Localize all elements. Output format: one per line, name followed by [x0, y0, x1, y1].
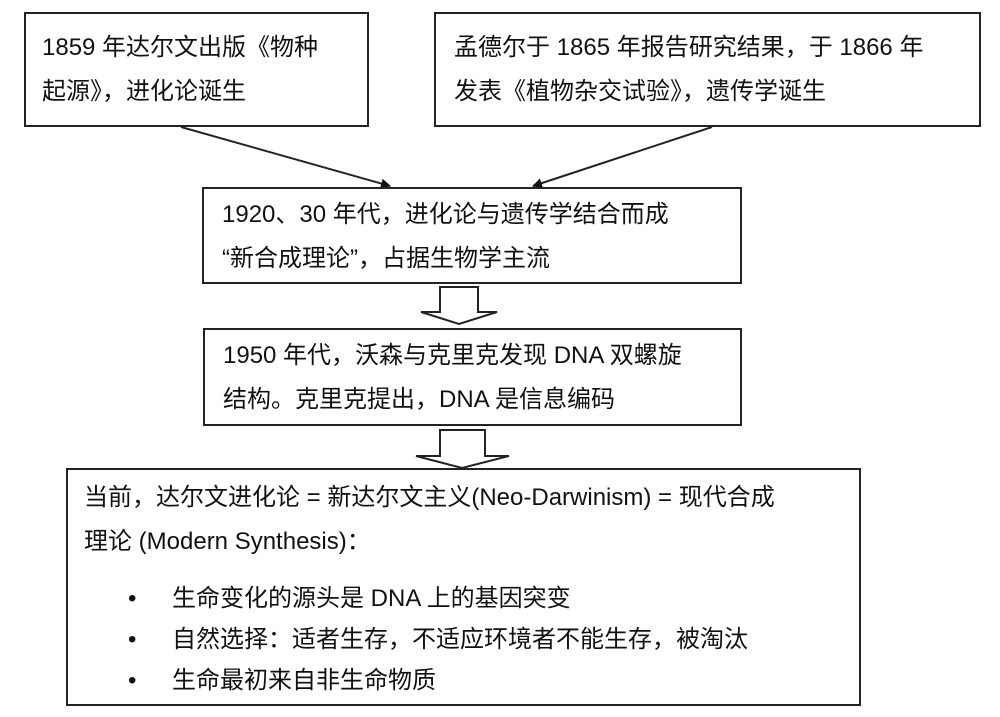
- list-item-text: 自然选择：适者生存，不适应环境者不能生存，被淘汰: [172, 626, 748, 653]
- box-new-synthesis: 1920、30 年代，进化论与遗传学结合而成 “新合成理论”，占据生物学主流: [202, 187, 742, 284]
- list-item: • 自然选择：适者生存，不适应环境者不能生存，被淘汰: [128, 619, 845, 660]
- box-text-line: 1950 年代，沃森与克里克发现 DNA 双螺旋: [223, 342, 682, 369]
- box-dna-double-helix: 1950 年代，沃森与克里克发现 DNA 双螺旋 结构。克里克提出，DNA 是信…: [203, 328, 742, 426]
- hollow-arrow-synthesis-to-dna: [420, 286, 498, 326]
- box-text-line: 当前，达尔文进化论 = 新达尔文主义(Neo-Darwinism) = 现代合成: [84, 484, 775, 511]
- box-text-line: 1859 年达尔文出版《物种: [42, 34, 319, 61]
- box-mendel-genetics: 孟德尔于 1865 年报告研究结果，于 1866 年 发表《植物杂交试验》，遗传…: [434, 12, 981, 127]
- box-text-line: 1920、30 年代，进化论与遗传学结合而成: [222, 201, 669, 228]
- arrow-mendel-to-synthesis: [532, 126, 713, 188]
- box-text-line: 结构。克里克提出，DNA 是信息编码: [223, 386, 616, 413]
- bullet-icon: •: [128, 626, 137, 653]
- box-text-line: “新合成理论”，占据生物学主流: [222, 245, 550, 272]
- box-current-theory: 当前，达尔文进化论 = 新达尔文主义(Neo-Darwinism) = 现代合成…: [66, 468, 861, 706]
- box-text-line: 孟德尔于 1865 年报告研究结果，于 1866 年: [454, 34, 924, 61]
- box-darwin-origin: 1859 年达尔文出版《物种 起源》，进化论诞生: [24, 12, 369, 127]
- hollow-arrow-dna-to-current: [415, 429, 510, 470]
- box-text-line: 发表《植物杂交试验》，遗传学诞生: [454, 78, 826, 105]
- list-item-text: 生命变化的源头是 DNA 上的基因突变: [172, 585, 571, 612]
- box-text-line: 理论 (Modern Synthesis)：: [84, 528, 371, 555]
- bullet-list: • 生命变化的源头是 DNA 上的基因突变 • 自然选择：适者生存，不适应环境者不能…: [84, 578, 845, 701]
- list-item-text: 生命最初来自非生命物质: [172, 667, 436, 694]
- box-text-line: 起源》，进化论诞生: [42, 78, 246, 105]
- bullet-icon: •: [128, 585, 137, 612]
- arrow-darwin-to-synthesis: [180, 126, 391, 189]
- list-item: • 生命最初来自非生命物质: [128, 660, 845, 701]
- bullet-icon: •: [128, 667, 137, 694]
- list-item: • 生命变化的源头是 DNA 上的基因突变: [128, 578, 845, 619]
